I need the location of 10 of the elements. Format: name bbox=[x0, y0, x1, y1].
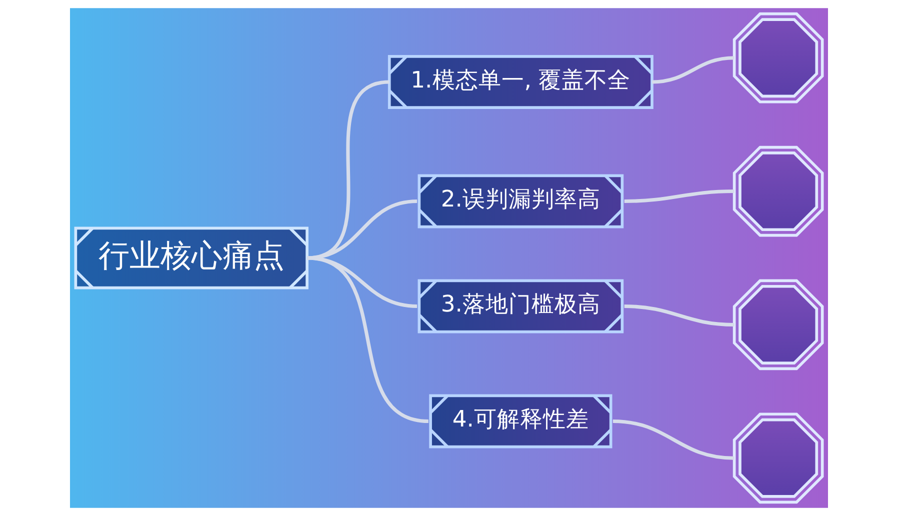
connector bbox=[306, 256, 428, 423]
node-picture bbox=[732, 146, 824, 237]
node-picture bbox=[732, 412, 824, 504]
node-picture bbox=[732, 12, 824, 104]
connector bbox=[624, 190, 734, 203]
connector bbox=[624, 304, 734, 326]
connector bbox=[612, 419, 734, 460]
connector bbox=[651, 56, 734, 84]
node-picture bbox=[732, 279, 824, 370]
connector bbox=[306, 199, 417, 260]
